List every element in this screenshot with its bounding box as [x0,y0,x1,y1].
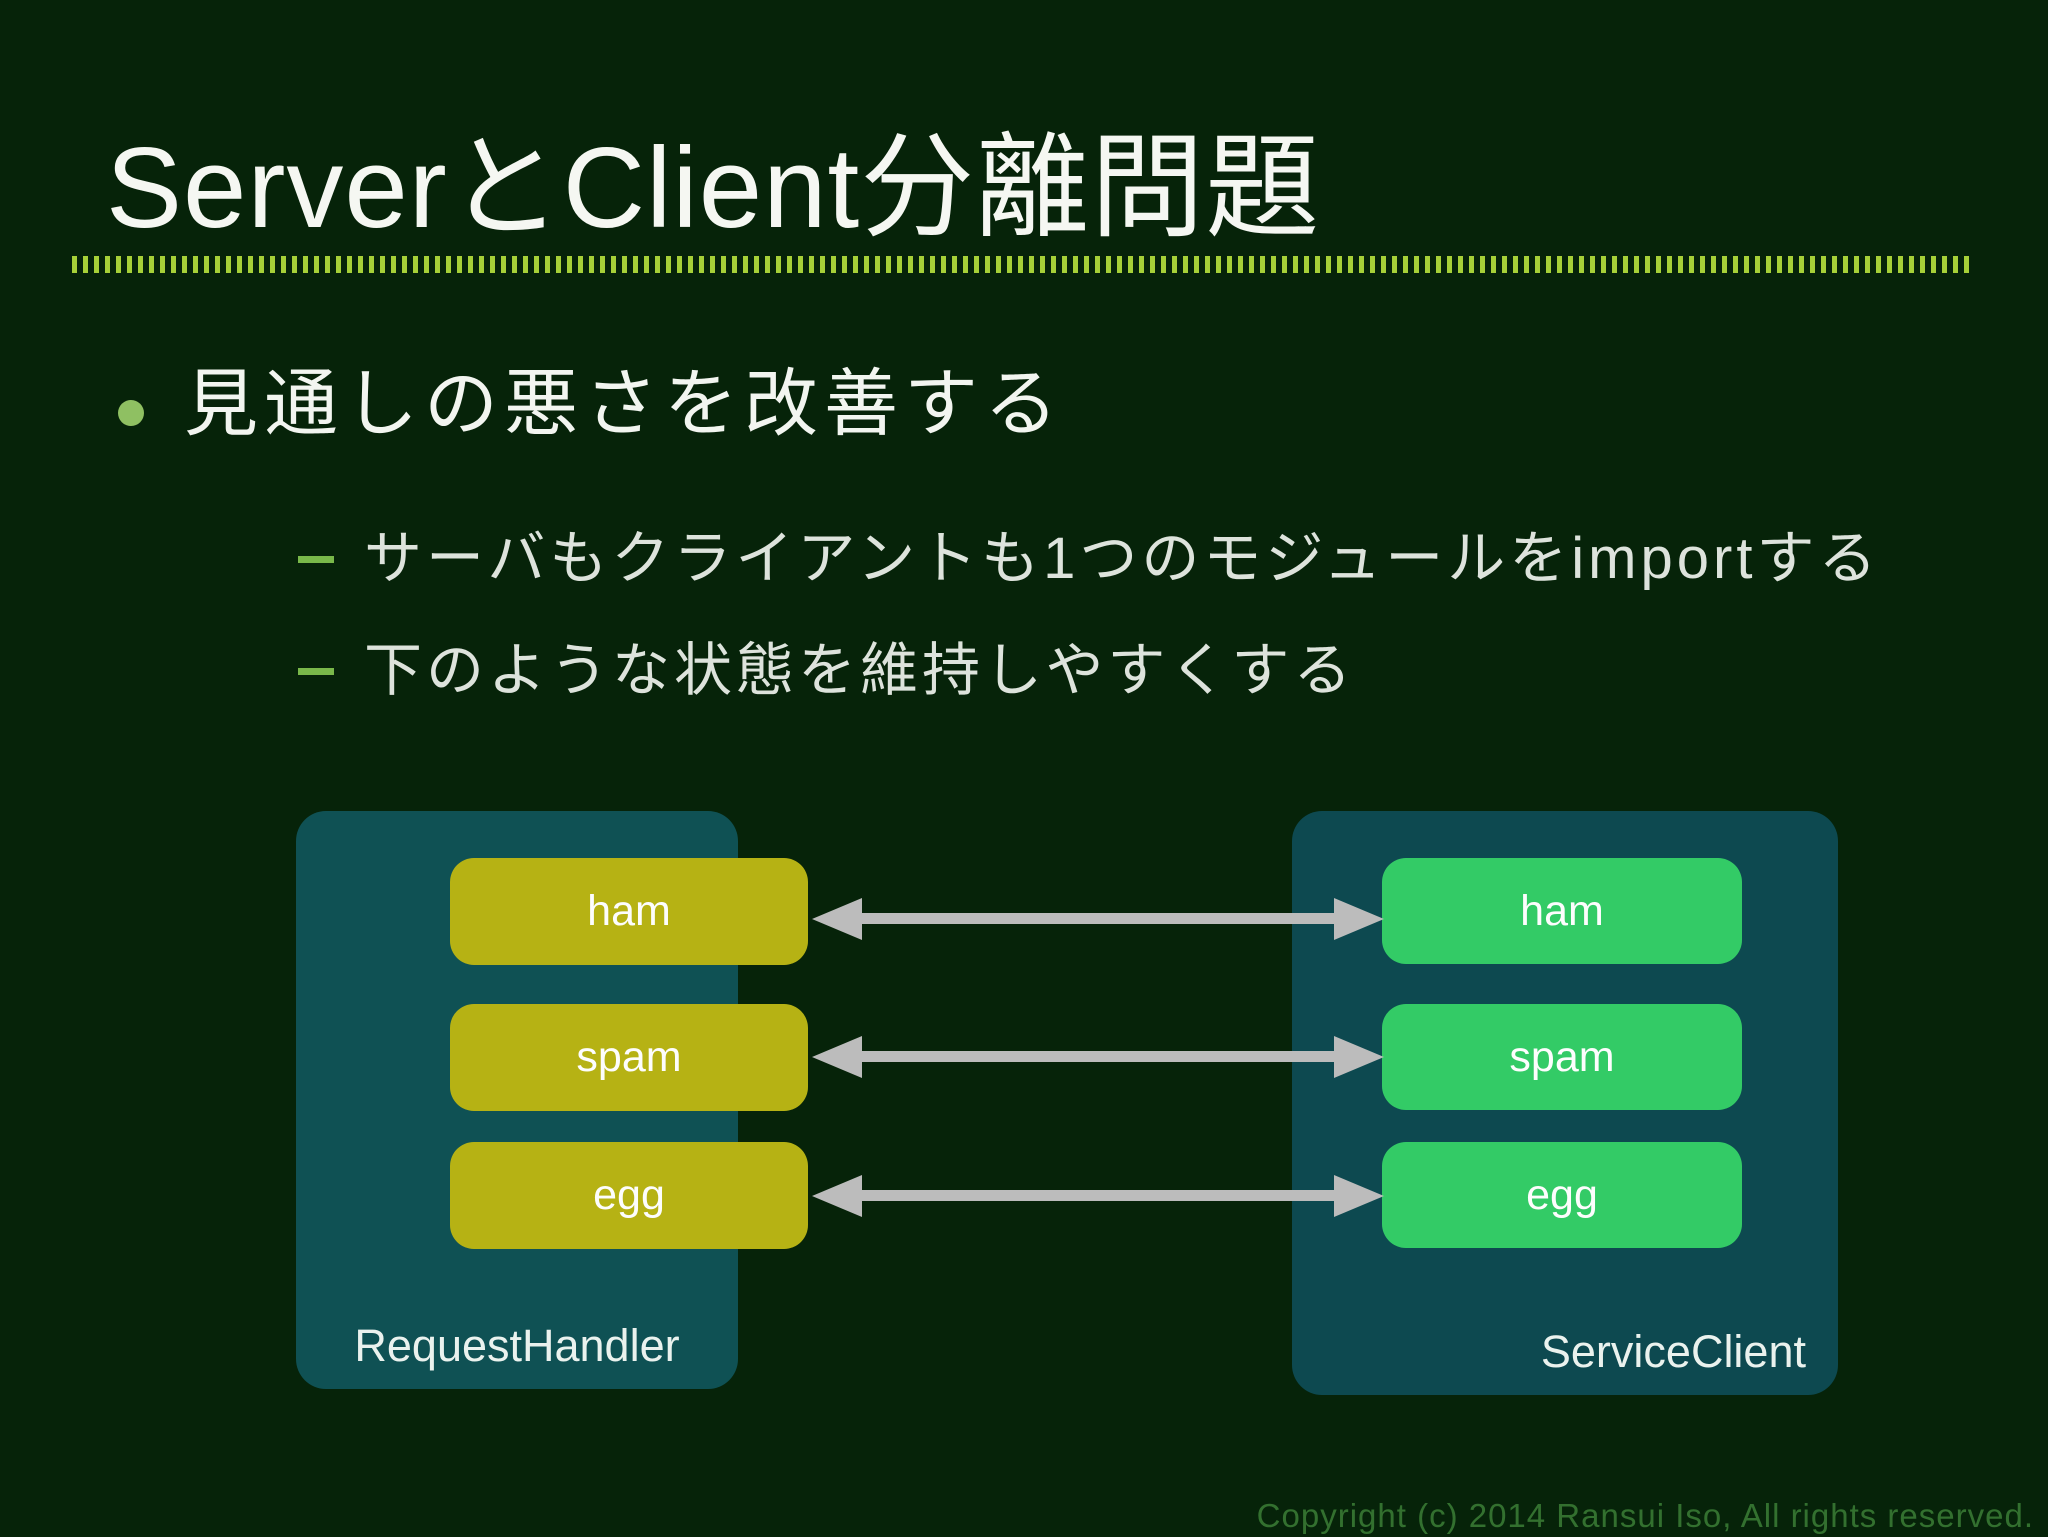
bidirectional-arrow-egg [812,1175,1384,1217]
arrow-shaft [856,1190,1340,1201]
arrow-shaft [856,1051,1340,1062]
sub-bullet-1: サーバもクライアントも1つのモジュールをimportする [298,514,1880,604]
arrowhead-right-icon [1334,1175,1384,1217]
arrow-shaft [856,913,1340,924]
client-module-spam: spam [1382,1004,1742,1110]
client-module-ham: ham [1382,858,1742,964]
main-bullet-text: 見通しの悪さを改善する [184,362,1064,445]
server-module-egg: egg [450,1142,808,1249]
main-bullet: 見通しの悪さを改善する [118,356,1064,452]
dash-marker-icon [298,668,334,675]
slide-title: ServerとClient分離問題 [106,125,1321,252]
service-client-label: ServiceClient [1540,1326,1806,1377]
arrowhead-right-icon [1334,1036,1384,1078]
copyright-text: Copyright (c) 2014 Ransui Iso, All right… [1256,1497,2034,1534]
sub-bullet-1-text: サーバもクライアントも1つのモジュールをimportする [364,526,1881,591]
dash-marker-icon [298,556,334,563]
sub-bullet-2: 下のような状態を維持しやすくする [298,626,1355,716]
arrowhead-right-icon [1334,898,1384,940]
server-module-spam: spam [450,1004,808,1111]
arrowhead-left-icon [812,1175,862,1217]
arrowhead-left-icon [812,898,862,940]
bidirectional-arrow-ham [812,898,1384,940]
arrowhead-left-icon [812,1036,862,1078]
title-underline-dotted-rule [72,256,1973,273]
bullet-dot-icon [118,400,144,426]
client-module-egg: egg [1382,1142,1742,1248]
bidirectional-arrow-spam [812,1036,1384,1078]
sub-bullet-2-text: 下のような状態を維持しやすくする [364,638,1356,703]
server-module-ham: ham [450,858,808,965]
request-handler-label: RequestHandler [354,1320,680,1371]
